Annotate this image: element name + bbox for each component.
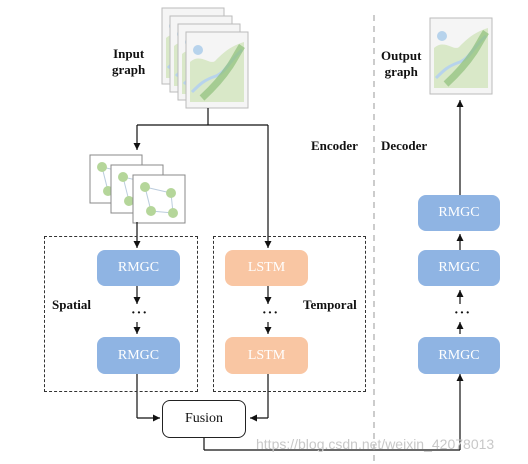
watermark: https://blog.csdn.net/weixin_42078013	[256, 436, 495, 452]
spatial-rmgc-top: RMGC	[97, 250, 180, 286]
decoder-label: Decoder	[381, 138, 428, 153]
input-graph-label-line1: Input	[113, 46, 145, 61]
decoder-rmgc-top: RMGC	[418, 195, 500, 231]
temporal-lstm-top: LSTM	[225, 250, 308, 286]
temporal-label: Temporal	[303, 297, 357, 312]
spatial-label: Spatial	[52, 297, 92, 312]
input-graph-label-line2: graph	[112, 62, 146, 77]
temporal-ellipsis: ···	[262, 306, 280, 321]
output-graph-map	[430, 18, 492, 94]
decoder-ellipsis: ···	[454, 306, 472, 321]
spatial-ellipsis: ···	[131, 306, 149, 321]
input-graph-label: Input graph	[112, 46, 145, 78]
temporal-connectors	[250, 286, 272, 422]
output-graph-label-line2: graph	[384, 64, 418, 79]
temporal-group	[213, 236, 366, 392]
input-graph-stack	[162, 8, 248, 108]
node-graph-stack	[89, 154, 186, 224]
fusion-block: Fusion	[162, 400, 246, 438]
decoder-rmgc-middle: RMGC	[418, 250, 500, 286]
output-graph-label: Output graph	[381, 48, 421, 80]
fusion-connectors	[203, 100, 464, 451]
temporal-lstm-bottom: LSTM	[225, 337, 308, 374]
decoder-rmgc-bottom: RMGC	[418, 337, 500, 374]
encoder-label: Encoder	[311, 138, 358, 153]
spatial-rmgc-bottom: RMGC	[97, 337, 180, 374]
output-graph-label-line1: Output	[381, 48, 422, 63]
spatial-group	[44, 236, 198, 392]
input-connectors	[133, 108, 272, 248]
spatial-connectors	[133, 286, 160, 422]
